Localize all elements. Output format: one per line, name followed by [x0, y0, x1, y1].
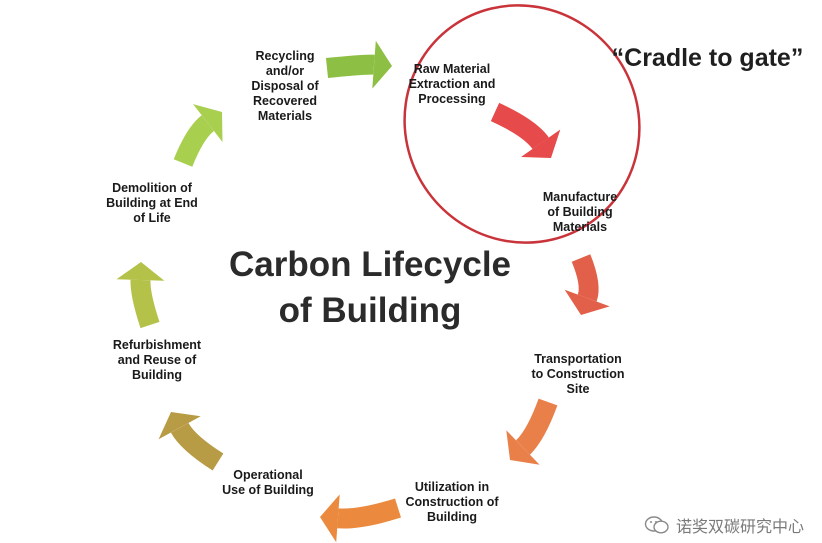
arrow-refurbishment-to-demolition	[116, 262, 165, 329]
stage-refurbishment: Refurbishment and Reuse of Building	[112, 338, 202, 382]
arrow-operational-to-refurbishment	[158, 412, 224, 471]
stage-manufacture: Manufacture of Building Materials	[542, 190, 618, 234]
arrow-head	[116, 262, 165, 281]
arrow-head	[320, 494, 340, 543]
watermark: 诺奖双碳研究中心	[644, 513, 804, 537]
arrow-head	[506, 430, 540, 465]
stage-utilization: Utilization in Construction of Building	[405, 480, 499, 524]
arrow-recycling-to-raw	[325, 40, 392, 89]
arrow-shaft	[170, 422, 224, 471]
arrow-transport-to-utilization	[506, 398, 558, 465]
arrow-demolition-to-recycling	[173, 104, 223, 167]
arrow-shaft	[325, 54, 375, 78]
stage-raw-material: Raw Material Extraction and Processing	[408, 62, 496, 106]
arrow-head	[521, 129, 561, 158]
arrow-head	[193, 104, 223, 142]
arrow-shaft	[515, 398, 558, 455]
arrow-head	[564, 289, 610, 315]
arrow-manufacture-to-transport	[564, 254, 610, 315]
cradle-to-gate-highlight	[403, 4, 641, 244]
arrow-shaft	[173, 115, 215, 167]
stage-operational-use: Operational Use of Building	[222, 468, 314, 497]
arrow-shaft	[337, 498, 402, 529]
arrow-shaft	[490, 102, 549, 150]
diagram-title: Carbon Lifecycle of Building	[228, 245, 512, 330]
arrow-shaft	[130, 279, 160, 329]
stage-demolition: Demolition of Building at End of Life	[106, 181, 198, 225]
wechat-icon	[644, 516, 669, 534]
watermark-text: 诺奖双碳研究中心	[675, 519, 804, 536]
arrow-raw-to-manufacture	[490, 102, 561, 158]
cycle-arrows	[116, 40, 610, 543]
stage-recycling: Recycling and/or Disposal of Recovered M…	[251, 49, 319, 123]
arrow-shaft	[571, 254, 599, 302]
arrow-head	[158, 412, 201, 440]
arrow-head	[372, 40, 392, 89]
arrow-utilization-to-operational	[320, 494, 402, 543]
cradle-to-gate-label: “Cradle to gate”	[611, 44, 804, 72]
stage-transportation: Transportation to Construction Site	[531, 352, 625, 396]
